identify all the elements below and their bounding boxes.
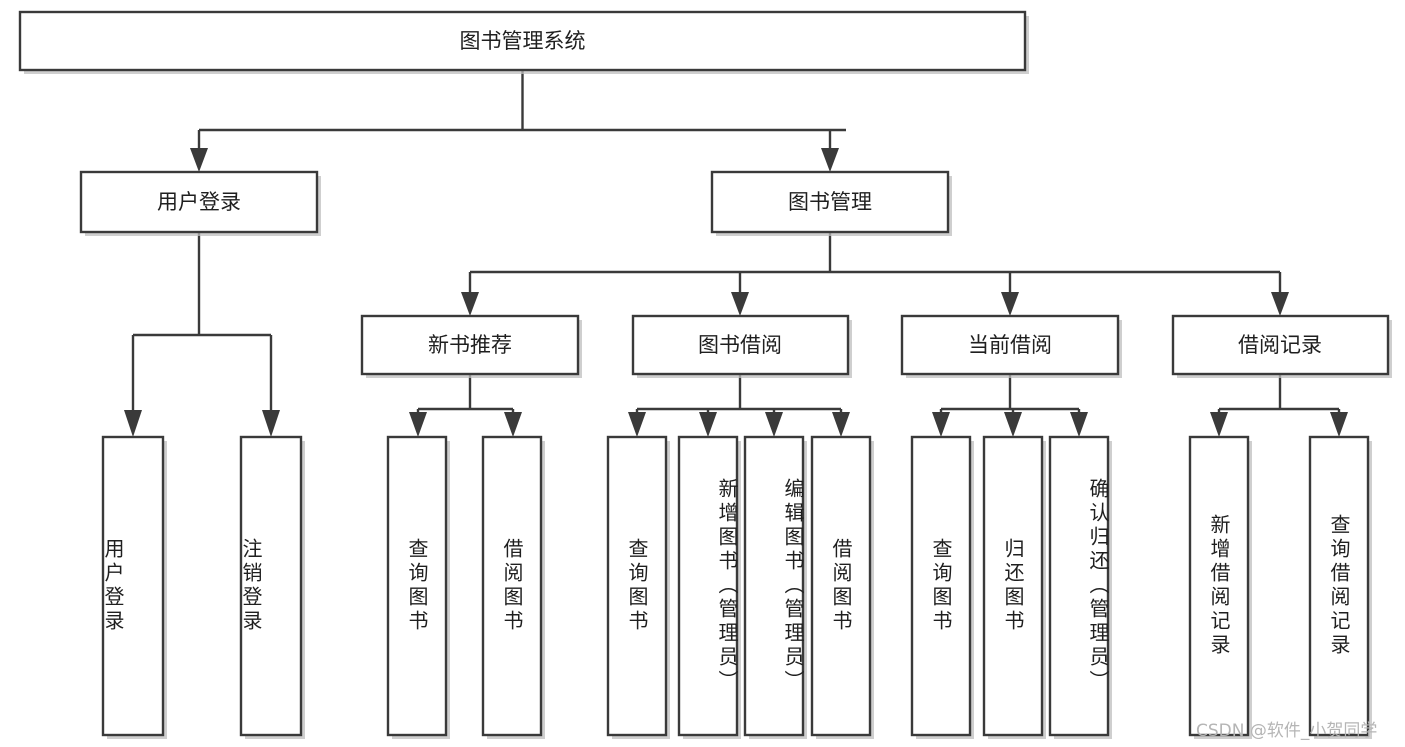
- node-user-login[interactable]: 用户登录: [79, 170, 321, 236]
- arrow-newbook-leaf1: [409, 412, 427, 437]
- node-current-borrow-label: 当前借阅: [968, 333, 1052, 357]
- arrow-record-leaf1: [1210, 412, 1228, 437]
- connector-group-current: [932, 374, 1088, 437]
- leaf-node-box[interactable]: [982, 435, 1044, 737]
- leaf-node-box[interactable]: [239, 435, 303, 737]
- node-book-borrow-label: 图书借阅: [698, 333, 782, 357]
- connector-group-record: [1210, 374, 1348, 437]
- leaf-node-box[interactable]: [101, 435, 165, 737]
- node-current-borrow-box[interactable]: [900, 314, 1120, 376]
- leaf-node-box[interactable]: [1048, 435, 1110, 737]
- leaf-node-box[interactable]: [910, 435, 972, 737]
- leaf-node-box[interactable]: [677, 435, 739, 737]
- node-new-book-recommend-box[interactable]: [360, 314, 580, 376]
- node-borrow-record-label: 借阅记录: [1238, 333, 1322, 357]
- arrow-borrow-leaf1: [628, 412, 646, 437]
- arrow-newbook-leaf2: [504, 412, 522, 437]
- arrow-bm-to-newbook: [461, 292, 479, 316]
- arrow-current-leaf3: [1070, 412, 1088, 437]
- connector-group-book-manage: [461, 232, 1289, 316]
- leaf-node-box[interactable]: [1308, 435, 1370, 737]
- node-book-borrow[interactable]: 图书借阅: [631, 314, 852, 378]
- node-book-manage[interactable]: 图书管理: [710, 170, 952, 236]
- node-book-borrow-box[interactable]: [631, 314, 850, 376]
- connector-group-user-login: [124, 232, 280, 437]
- arrow-root-to-book-manage: [821, 148, 839, 172]
- node-root[interactable]: 图书管理系统: [18, 10, 1029, 74]
- node-new-book-recommend[interactable]: 新书推荐: [360, 314, 582, 378]
- arrow-borrow-leaf4: [832, 412, 850, 437]
- leaf-node-box[interactable]: [481, 435, 543, 737]
- arrow-record-leaf2: [1330, 412, 1348, 437]
- node-new-book-recommend-label: 新书推荐: [428, 333, 512, 357]
- arrow-bm-to-borrow: [731, 292, 749, 316]
- leaf-node-box[interactable]: [386, 435, 448, 737]
- arrow-current-leaf1: [932, 412, 950, 437]
- node-user-login-box[interactable]: [79, 170, 319, 234]
- arrow-bm-to-record: [1271, 292, 1289, 316]
- arrow-user-login-to-leaf2: [262, 410, 280, 437]
- leaf-box-group: [101, 435, 1372, 739]
- node-root-box[interactable]: [18, 10, 1027, 72]
- connector-group-borrow: [628, 374, 850, 437]
- leaf-node-box[interactable]: [810, 435, 872, 737]
- node-book-manage-label: 图书管理: [788, 190, 872, 214]
- node-borrow-record[interactable]: 借阅记录: [1171, 314, 1392, 378]
- arrow-borrow-leaf3: [765, 412, 783, 437]
- connector-group-root: [190, 70, 846, 172]
- arrow-current-leaf2: [1004, 412, 1022, 437]
- node-user-login-label: 用户登录: [157, 190, 241, 214]
- node-borrow-record-box[interactable]: [1171, 314, 1390, 376]
- leaf-node-box[interactable]: [743, 435, 805, 737]
- arrow-user-login-to-leaf1: [124, 410, 142, 437]
- arrow-root-to-user-login: [190, 148, 208, 172]
- connector-group-newbook: [409, 374, 522, 437]
- leaf-node-box[interactable]: [606, 435, 668, 737]
- arrow-borrow-leaf2: [699, 412, 717, 437]
- leaf-node-box[interactable]: [1188, 435, 1250, 737]
- node-book-manage-box[interactable]: [710, 170, 950, 234]
- node-current-borrow[interactable]: 当前借阅: [900, 314, 1122, 378]
- node-root-label: 图书管理系统: [460, 29, 586, 53]
- arrow-bm-to-current: [1001, 292, 1019, 316]
